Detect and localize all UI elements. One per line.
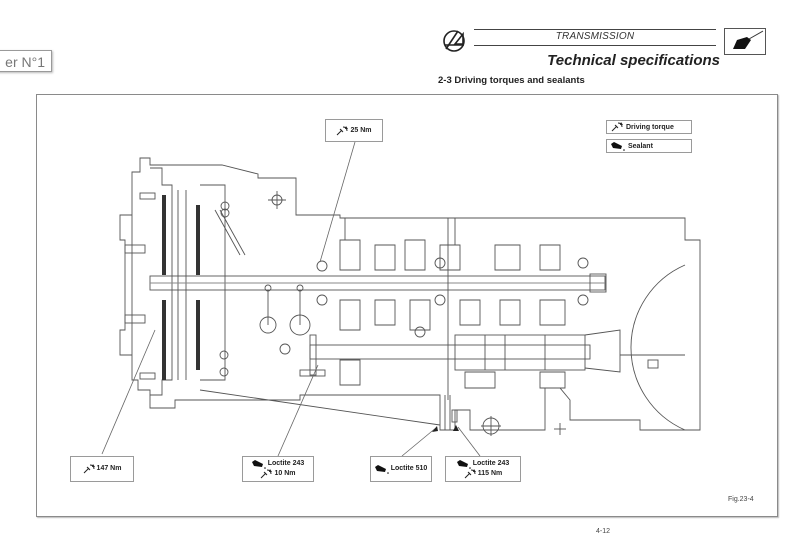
arrow-115nm xyxy=(453,425,459,431)
legend-label-sealant: Sealant xyxy=(628,142,653,150)
callout-147nm: 147 Nm xyxy=(70,456,134,482)
page-number: 4-12 xyxy=(596,528,611,535)
side-tab-label[interactable]: er N°1 xyxy=(0,50,52,72)
sealant-tube-icon xyxy=(374,464,389,474)
brand-logo-icon xyxy=(443,30,465,52)
legend-driving-torque: Driving torque xyxy=(606,120,692,134)
sealant-value: Loctite 510 xyxy=(390,465,428,472)
callout-top-torque: 25 Nm xyxy=(325,119,383,142)
torque-value: 25 Nm xyxy=(350,126,372,134)
wrench-torque-icon xyxy=(261,469,273,479)
wrench-torque-icon xyxy=(611,122,623,132)
section-name: TRANSMISSION xyxy=(555,31,635,42)
legend-label-driving-torque: Driving torque xyxy=(626,123,674,131)
wrench-torque-icon xyxy=(464,469,476,479)
sealant-value: Loctite 243 xyxy=(472,460,510,467)
leader-10nm xyxy=(277,364,319,457)
section-subtitle: 2-3 Driving torques and sealants xyxy=(438,75,585,86)
gearbox-pen-icon xyxy=(733,30,764,49)
callout-loctite243-115nm: Loctite 243 115 Nm xyxy=(445,456,521,482)
page-title: Technical specifications xyxy=(547,52,720,69)
leader-147nm xyxy=(101,329,156,455)
torque-value: 10 Nm xyxy=(274,470,296,477)
wrench-torque-icon xyxy=(337,125,349,135)
legend-sealant: Sealant xyxy=(606,139,692,153)
header-rule-top xyxy=(474,29,716,30)
arrow-loctite510 xyxy=(432,426,438,432)
section-icon-box xyxy=(724,28,766,55)
sealant-tube-icon xyxy=(251,459,266,469)
torque-value: 115 Nm xyxy=(477,470,503,477)
callout-loctite510: Loctite 510 xyxy=(370,456,432,482)
leader-25nm xyxy=(319,141,356,263)
sealant-tube-icon xyxy=(456,459,471,469)
sealant-value: Loctite 243 xyxy=(267,460,305,467)
figure-label: Fig.23-4 xyxy=(728,496,754,503)
leader-loctite510 xyxy=(401,426,438,457)
header-rule-bottom xyxy=(474,45,716,46)
figure-frame xyxy=(36,94,778,517)
housing-outline xyxy=(131,157,701,431)
leader-115nm xyxy=(457,426,481,457)
sealant-tube-icon xyxy=(611,141,625,151)
torque-value: 147 Nm xyxy=(96,465,122,472)
callout-loctite243-10nm: Loctite 243 10 Nm xyxy=(242,456,314,482)
wrench-torque-icon xyxy=(83,464,95,474)
